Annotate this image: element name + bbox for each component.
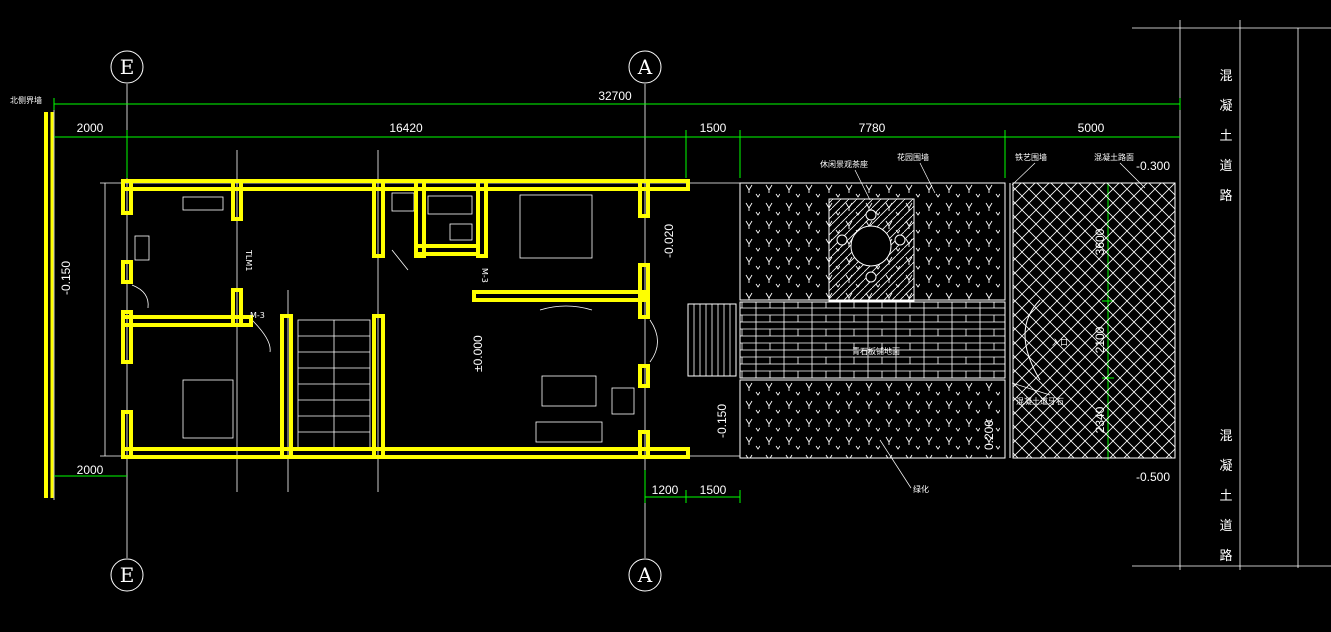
label-door-a: M-3: [250, 311, 265, 320]
level-step: 0.200: [982, 420, 996, 450]
north-boundary-wall: 北侧界墙: [10, 95, 54, 498]
building-thin-lines: [100, 182, 740, 457]
label-art-fence: 铁艺围墙: [1015, 152, 1047, 162]
label-garden-wall: 花园围墙: [897, 152, 929, 162]
dim-seg-main: 16420: [389, 121, 423, 135]
dim-bottom-left: 2000: [77, 463, 104, 477]
svg-text:道: 道: [1219, 159, 1232, 174]
label-paving: 青石板铺地面: [852, 346, 900, 356]
building-walls: [121, 179, 690, 459]
level-room: ±0.000: [471, 335, 485, 372]
leader-lines: [854, 162, 1146, 489]
label-road-surface: 混凝土路面: [1094, 152, 1134, 162]
entry-step-lines: [693, 304, 731, 376]
axis-bubble-e-top: E: [110, 50, 144, 84]
label-lawn: 绿化: [913, 484, 929, 494]
svg-text:E: E: [120, 55, 135, 79]
label-curb: 混凝土道牙石: [1016, 396, 1064, 406]
svg-text:A: A: [637, 563, 653, 587]
label-tea-pavilion: 休闲景观茶座: [820, 159, 868, 169]
paving-path: [739, 301, 1006, 379]
dim-seg-left: 2000: [77, 121, 104, 135]
axis-bubble-a-top: A: [628, 50, 662, 84]
concrete-road-surface: [1012, 182, 1176, 459]
level-terrace: -0.150: [715, 404, 729, 438]
axis-bubble-a-bottom: A: [628, 558, 662, 592]
level-inner: -0.020: [662, 224, 676, 258]
svg-text:凝: 凝: [1219, 458, 1232, 474]
svg-text:A: A: [637, 55, 653, 79]
garden-lawn-bottom: [739, 379, 1006, 459]
level-road-top: -0.300: [1136, 159, 1170, 173]
svg-text:土: 土: [1219, 129, 1232, 144]
svg-text:土: 土: [1219, 489, 1232, 504]
level-left: -0.150: [59, 261, 73, 295]
dim-seg-road: 5000: [1078, 121, 1105, 135]
svg-text:路: 路: [1219, 188, 1232, 204]
dim-bottom-a: 1200: [652, 483, 679, 497]
svg-text:路: 路: [1219, 548, 1232, 564]
label-door-b: M-3: [480, 268, 489, 283]
dim-bottom-b: 1500: [700, 483, 727, 497]
svg-text:E: E: [120, 563, 135, 587]
dim-seg-garden: 7780: [859, 121, 886, 135]
level-road-bottom: -0.500: [1136, 470, 1170, 484]
label-stair: TLM1: [244, 249, 253, 271]
label-entry: 入口: [1052, 338, 1068, 347]
axis-bubble-e-bottom: E: [110, 558, 144, 592]
road-label-bottom: 混 凝 土 道 路: [1219, 429, 1232, 564]
axis-lines: [53, 20, 1331, 570]
staircase: [297, 319, 371, 449]
svg-text:混: 混: [1219, 69, 1232, 84]
tea-table: [836, 209, 906, 283]
svg-text:道: 道: [1219, 519, 1232, 534]
dim-seg-gap: 1500: [700, 121, 727, 135]
road-label-top: 混 凝 土 道 路: [1219, 69, 1232, 204]
svg-text:混: 混: [1219, 429, 1232, 444]
svg-text:凝: 凝: [1219, 98, 1232, 114]
gate-swing: [1024, 299, 1041, 381]
dim-total: 32700: [598, 89, 632, 103]
svg-text:北侧界墙: 北侧界墙: [10, 95, 42, 105]
